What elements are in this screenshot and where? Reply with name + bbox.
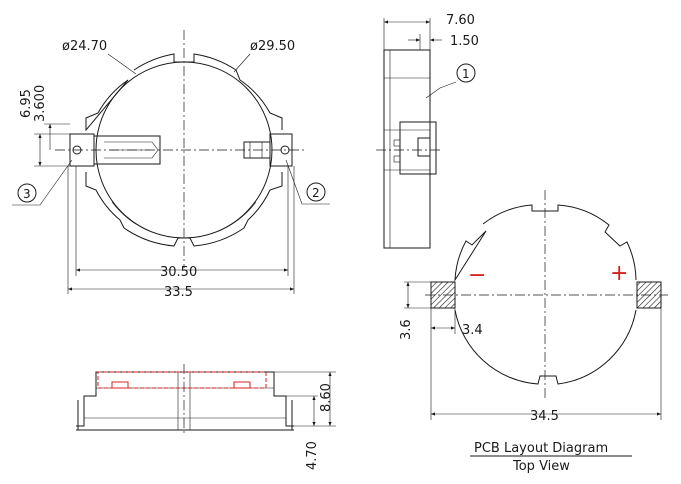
pcb-layout-diagram: − + 3.6 3.4 34.5 PCB Layout Diagram Top … xyxy=(399,190,668,474)
pcb-outline xyxy=(454,204,637,385)
pcb-title: PCB Layout Diagram xyxy=(474,441,608,456)
callout-3-circle xyxy=(17,183,37,203)
pad-negative xyxy=(430,281,456,309)
holder-side-view: 7.60 1.50 1 xyxy=(376,13,479,249)
holder-top-view: ø24.70 ø29.50 6.95 3.600 3 2 30.50 33.5 xyxy=(12,30,330,300)
callout-2-circle xyxy=(306,182,326,202)
positive-contact-tab xyxy=(243,141,271,159)
callout-1-circle xyxy=(456,63,476,83)
polarity-plus: + xyxy=(610,261,628,286)
dim-front-height: 8.60 xyxy=(319,383,334,412)
side-contact xyxy=(399,121,437,175)
holder-front-view: 8.60 4.70 xyxy=(76,364,336,470)
callout-1: 1 xyxy=(462,67,470,81)
pad-positive xyxy=(636,281,662,309)
left-terminal-hole xyxy=(72,145,82,155)
coin-cell-outline xyxy=(97,371,267,389)
side-contact-tab xyxy=(417,137,431,157)
dim-diameter-inner: ø24.70 xyxy=(62,39,107,54)
callout-2: 2 xyxy=(312,186,320,200)
dim-width-inner: 30.50 xyxy=(160,265,197,280)
dim-diameter-outer: ø29.50 xyxy=(250,39,295,54)
side-body xyxy=(383,49,431,249)
dim-front-lower: 4.70 xyxy=(305,441,320,470)
dim-side-total: 7.60 xyxy=(446,13,475,28)
polarity-minus: − xyxy=(468,263,486,288)
spring-tongue xyxy=(104,141,159,159)
callout-3: 3 xyxy=(23,187,31,201)
dim-pad-height: 3.6 xyxy=(399,319,414,340)
inner-ledge xyxy=(111,201,257,239)
dim-width-outer: 33.5 xyxy=(164,285,193,300)
negative-contact-spring xyxy=(93,135,161,165)
dim-pad-width: 3.4 xyxy=(462,323,483,338)
dim-pcb-span: 34.5 xyxy=(530,409,559,424)
right-terminal-hole xyxy=(280,145,290,155)
dim-height-a: 6.95 xyxy=(19,89,34,118)
dim-side-wall: 1.50 xyxy=(450,34,479,49)
dim-height-b: 3.600 xyxy=(33,85,48,122)
pcb-subtitle: Top View xyxy=(512,459,570,474)
